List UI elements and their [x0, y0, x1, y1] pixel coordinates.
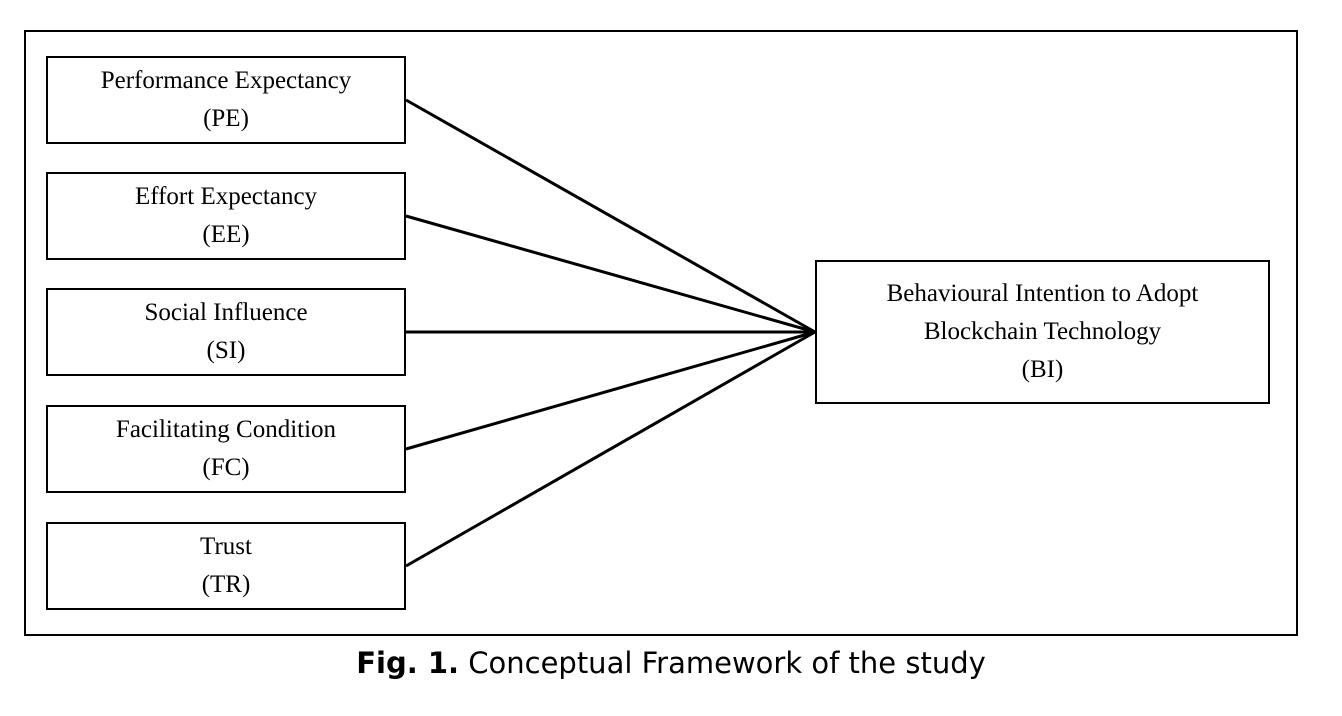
- node-label: Trust: [200, 533, 252, 560]
- figure-caption: Fig. 1. Conceptual Framework of the stud…: [0, 646, 1342, 680]
- target-label-line2: Blockchain Technology: [923, 318, 1162, 345]
- caption-label: Fig. 1.: [356, 646, 460, 680]
- diagram-frame: [24, 30, 1298, 636]
- target-abbrev: (BI): [1021, 356, 1064, 383]
- node-effort-expectancy: Effort Expectancy (EE): [46, 172, 406, 260]
- node-label: Performance Expectancy: [100, 67, 352, 94]
- node-performance-expectancy: Performance Expectancy (PE): [46, 56, 406, 144]
- node-label: Facilitating Condition: [115, 416, 337, 443]
- node-abbrev: (TR): [201, 571, 251, 598]
- target-label-line1: Behavioural Intention to Adopt: [886, 280, 1199, 307]
- node-facilitating-condition: Facilitating Condition (FC): [46, 405, 406, 493]
- node-behavioural-intention: Behavioural Intention to Adopt Blockchai…: [815, 260, 1270, 404]
- node-label: Effort Expectancy: [134, 183, 318, 210]
- node-abbrev: (EE): [202, 221, 250, 248]
- node-abbrev: (SI): [206, 337, 246, 364]
- node-abbrev: (FC): [202, 454, 250, 481]
- node-abbrev: (PE): [203, 105, 249, 132]
- node-trust: Trust (TR): [46, 522, 406, 610]
- node-social-influence: Social Influence (SI): [46, 288, 406, 376]
- caption-text: Conceptual Framework of the study: [459, 646, 986, 680]
- node-label: Social Influence: [144, 299, 308, 326]
